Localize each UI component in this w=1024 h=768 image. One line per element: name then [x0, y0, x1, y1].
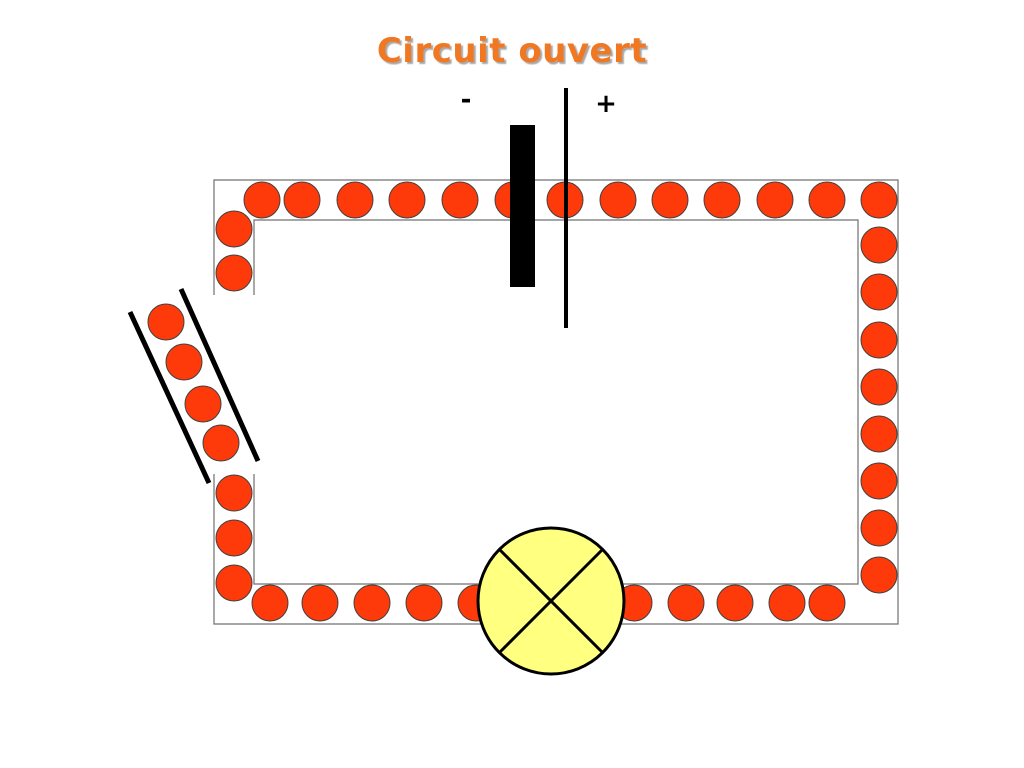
electron — [336, 181, 374, 219]
electron — [756, 181, 794, 219]
electron — [703, 181, 741, 219]
electron — [215, 519, 253, 557]
wire-outer-edge — [213, 179, 899, 625]
electron — [860, 462, 898, 500]
battery-positive-plate — [564, 88, 568, 328]
electron — [716, 584, 754, 622]
electron — [768, 584, 806, 622]
diagram-title: Circuit ouvert — [377, 31, 647, 71]
wire-inner-edge — [253, 219, 859, 585]
electron — [599, 181, 637, 219]
electron — [860, 368, 898, 406]
electron — [147, 303, 185, 341]
electron — [860, 273, 898, 311]
electron — [860, 226, 898, 264]
switch-right-bar — [178, 287, 261, 463]
lamp — [476, 526, 626, 676]
electron — [441, 181, 479, 219]
electron — [388, 181, 426, 219]
battery: - + — [461, 85, 617, 328]
electron — [667, 584, 705, 622]
electron — [215, 474, 253, 512]
electron — [353, 584, 391, 622]
wire — [213, 179, 899, 625]
electron — [215, 564, 253, 602]
electron — [202, 424, 240, 462]
electron — [651, 181, 689, 219]
electron — [165, 343, 203, 381]
battery-negative-label: - — [461, 85, 472, 115]
open-switch — [127, 287, 261, 485]
electron — [405, 584, 443, 622]
electron — [860, 415, 898, 453]
electron — [860, 509, 898, 547]
switch-left-bar — [127, 310, 212, 485]
lamp-cross-line-2 — [497, 547, 605, 655]
electron — [251, 584, 289, 622]
electron — [808, 584, 846, 622]
electron — [215, 210, 253, 248]
electron — [184, 385, 222, 423]
battery-positive-label: + — [595, 89, 617, 119]
electron — [283, 181, 321, 219]
electron — [860, 181, 898, 219]
electron — [860, 321, 898, 359]
battery-negative-plate — [510, 125, 535, 287]
electron — [215, 254, 253, 292]
electron — [301, 584, 339, 622]
electron — [860, 556, 898, 594]
electron — [808, 181, 846, 219]
electron — [243, 181, 281, 219]
electrons — [147, 181, 898, 622]
